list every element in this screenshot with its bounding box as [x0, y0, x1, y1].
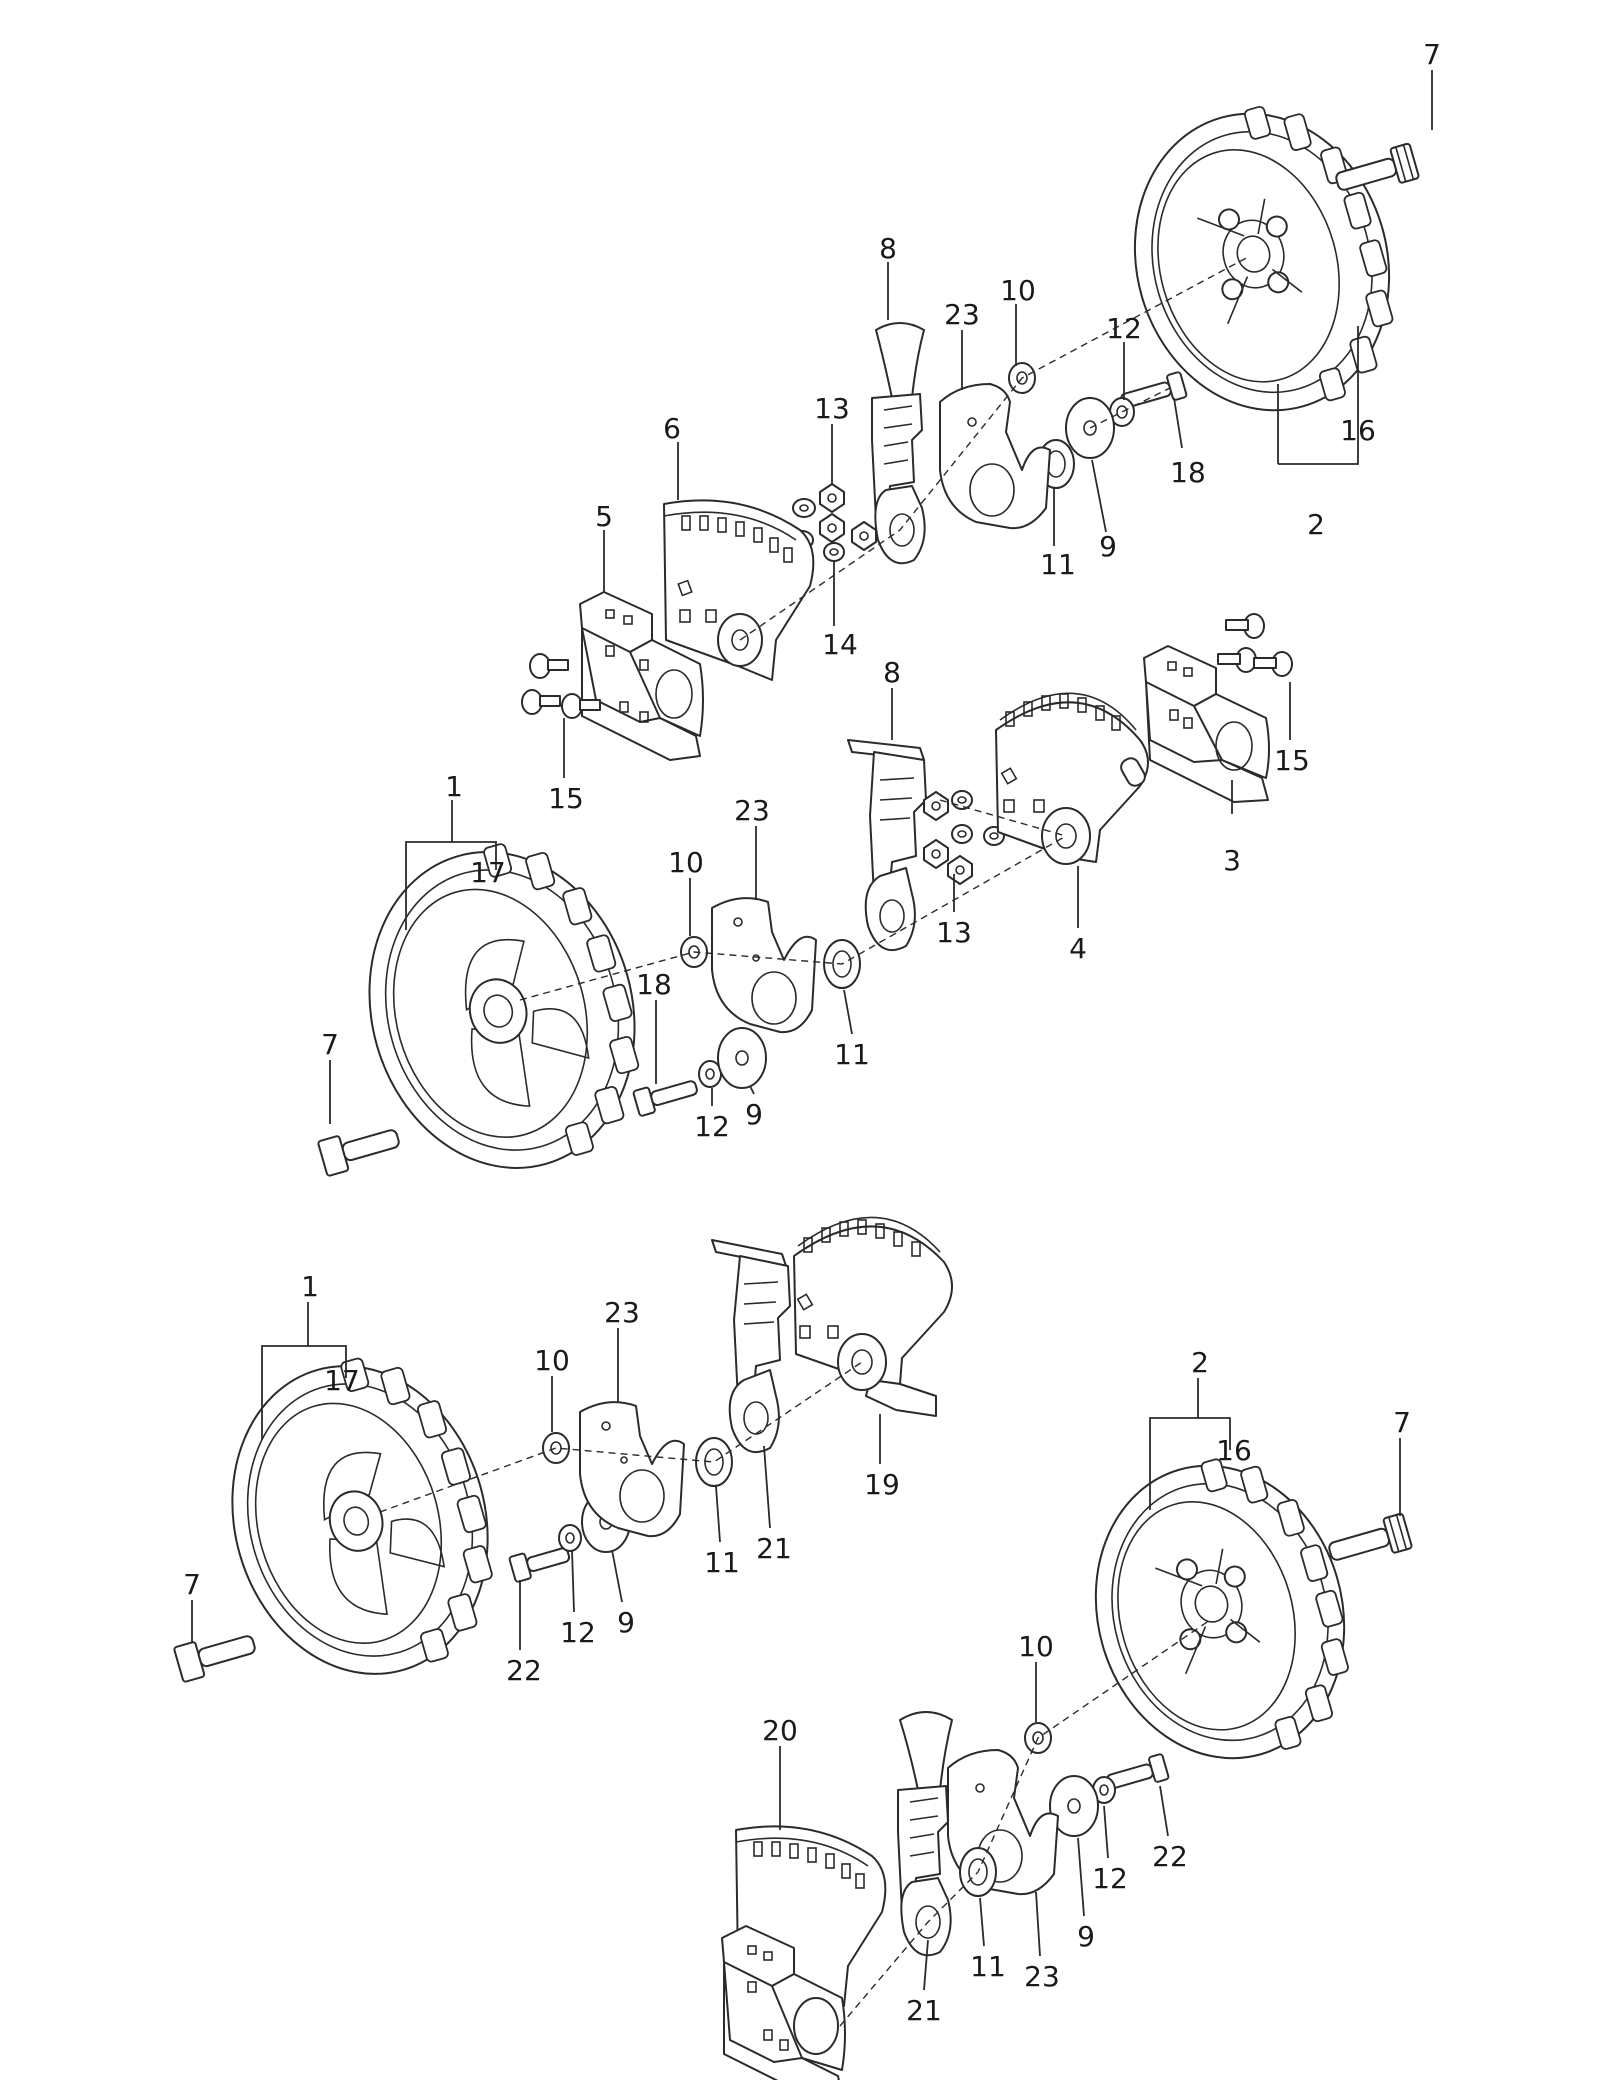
- callout-label: 8: [879, 232, 897, 265]
- bolt: [1120, 371, 1188, 409]
- callout-label: 8: [883, 656, 901, 689]
- rivets: [1217, 613, 1293, 677]
- bushing: [695, 1437, 733, 1487]
- callout-label: 7: [1393, 1406, 1411, 1439]
- callout-label: 10: [1018, 1630, 1054, 1663]
- callout-label: 7: [1423, 38, 1441, 71]
- rivets: [521, 653, 601, 719]
- callout-label: 12: [1092, 1862, 1128, 1895]
- callout-label: 5: [595, 500, 613, 533]
- flat-washer: [542, 1432, 570, 1464]
- callout-label: 12: [560, 1616, 596, 1649]
- wheel: [1094, 1458, 1349, 1760]
- bolt: [632, 1080, 698, 1117]
- height-adjuster-sector: [793, 1216, 953, 1417]
- wheel: [1133, 105, 1394, 412]
- wheel-assembly-middle: [317, 613, 1293, 1177]
- height-lever: [711, 1239, 791, 1453]
- callout-label: 17: [470, 856, 506, 889]
- height-adjuster-sector: [995, 692, 1149, 865]
- callout-label: 23: [734, 794, 770, 827]
- callout-label: 9: [617, 1606, 635, 1639]
- height-lever: [847, 739, 927, 951]
- adjuster-plate: [579, 1401, 685, 1538]
- callout-label: 21: [756, 1532, 792, 1565]
- tire-tread: [483, 843, 640, 1156]
- callout-label: 2: [1307, 508, 1325, 541]
- bolt: [1335, 142, 1420, 191]
- callout-label: 16: [1340, 414, 1376, 447]
- wheel-assembly-lower-left: [173, 1216, 953, 1683]
- wheel: [368, 843, 640, 1169]
- tire-tread: [340, 1357, 493, 1663]
- callout-label: 17: [324, 1364, 360, 1397]
- tire-tread: [1200, 1458, 1349, 1750]
- callout-label: 15: [548, 782, 584, 815]
- callout-label: 23: [604, 1296, 640, 1329]
- lock-washer: [558, 1524, 582, 1552]
- callout-label: 12: [1106, 312, 1142, 345]
- callout-label: 16: [1216, 1434, 1252, 1467]
- bolt: [508, 1547, 571, 1583]
- height-lever: [897, 1711, 953, 1957]
- callout-label: 18: [636, 968, 672, 1001]
- wheel: [231, 1357, 493, 1675]
- callout-label: 9: [1077, 1920, 1095, 1953]
- wheel-assembly-top-right: [521, 70, 1433, 778]
- leader-lines: [329, 682, 1291, 1124]
- callout-label: 7: [321, 1028, 339, 1061]
- callout-label: 10: [534, 1344, 570, 1377]
- callout-label: 20: [762, 1714, 798, 1747]
- callout-label: 22: [506, 1654, 542, 1687]
- callout-label: 4: [1069, 932, 1087, 965]
- mounting-bracket: [721, 1925, 846, 2080]
- callout-label: 1: [445, 770, 463, 803]
- callout-labels: 7 8 23 10 12 16 2 13 6 5 14 11 9 18 15 8…: [183, 38, 1441, 2027]
- mounting-bracket: [1143, 645, 1270, 803]
- callout-label: 1: [301, 1270, 319, 1303]
- callout-label: 12: [694, 1110, 730, 1143]
- bolt: [1328, 1512, 1413, 1561]
- bolt: [173, 1635, 256, 1683]
- callout-label: 10: [1000, 274, 1036, 307]
- callout-label: 3: [1223, 844, 1241, 877]
- callout-label: 7: [183, 1568, 201, 1601]
- leader-lines: [779, 1378, 1401, 1991]
- callout-label: 15: [1274, 744, 1310, 777]
- callout-label: 23: [944, 298, 980, 331]
- height-adjuster-sector: [663, 499, 815, 681]
- large-washer: [1049, 1775, 1099, 1837]
- callout-label: 2: [1191, 1346, 1209, 1379]
- mounting-bracket: [579, 591, 704, 761]
- leader-lines: [563, 70, 1433, 778]
- leader-lines: [191, 1302, 881, 1650]
- large-washer: [717, 1027, 767, 1089]
- callout-label: 11: [1040, 548, 1076, 581]
- wheel-assembly-lower-right: [721, 1378, 1413, 2080]
- callout-label: 11: [970, 1950, 1006, 1983]
- adjuster-plate: [939, 383, 1051, 530]
- callout-label: 9: [745, 1098, 763, 1131]
- callout-label: 6: [663, 412, 681, 445]
- adjuster-plate: [711, 897, 817, 1034]
- bolt: [317, 1129, 400, 1177]
- callout-label: 13: [936, 916, 972, 949]
- callout-label: 13: [814, 392, 850, 425]
- callout-label: 11: [834, 1038, 870, 1071]
- callout-label: 14: [822, 628, 858, 661]
- callout-label: 19: [864, 1468, 900, 1501]
- callout-label: 9: [1099, 530, 1117, 563]
- callout-label: 10: [668, 846, 704, 879]
- nuts-and-washers: [923, 790, 1005, 885]
- callout-label: 18: [1170, 456, 1206, 489]
- height-lever: [871, 322, 926, 565]
- callout-label: 21: [906, 1994, 942, 2027]
- callout-label: 23: [1024, 1960, 1060, 1993]
- callout-label: 22: [1152, 1840, 1188, 1873]
- callout-label: 11: [704, 1546, 740, 1579]
